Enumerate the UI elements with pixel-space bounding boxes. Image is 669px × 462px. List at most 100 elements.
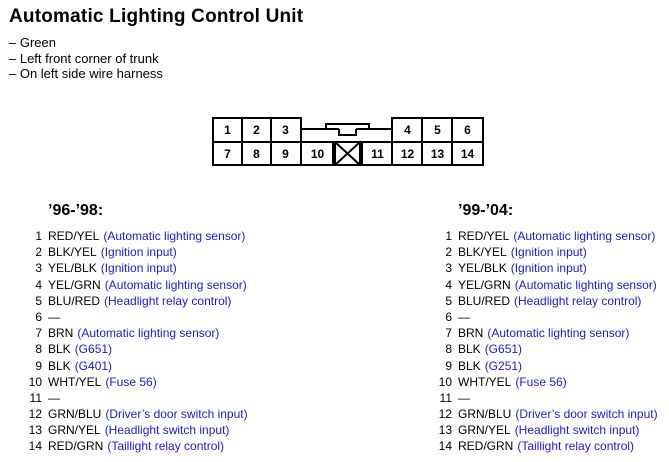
connector-pin: 9 bbox=[282, 146, 289, 161]
wire-color: YEL/BLK bbox=[48, 261, 97, 276]
wire-color: BLK bbox=[458, 358, 481, 373]
pin-description: (Driver’s door switch input) bbox=[515, 407, 658, 422]
pin-number: 13 bbox=[438, 423, 452, 438]
wire-color: YEL/GRN bbox=[48, 277, 101, 292]
connector-pin: 11 bbox=[371, 146, 384, 161]
pin-description: (Automatic lighting sensor) bbox=[514, 277, 657, 292]
pin-description: (G651) bbox=[484, 342, 523, 357]
note-location: – Left front corner of trunk bbox=[9, 50, 159, 66]
pin-number: 9 bbox=[445, 358, 452, 373]
pin-number: 12 bbox=[28, 407, 42, 422]
model-years-heading-right: ’99-’04: bbox=[458, 202, 514, 219]
wire-color: — bbox=[48, 309, 60, 324]
pin-number: 1 bbox=[35, 229, 42, 243]
pin-number: 14 bbox=[28, 439, 42, 454]
pin-description: (Fuse 56) bbox=[105, 374, 157, 389]
pin-row: 14 RED/GRN(Taillight relay control) bbox=[432, 438, 658, 454]
connector-pin: 6 bbox=[464, 122, 471, 137]
pin-row: 5 BLU/RED(Headlight relay control) bbox=[432, 293, 658, 309]
pin-description: (Ignition input) bbox=[100, 245, 177, 260]
pin-description: (Headlight relay control) bbox=[104, 293, 232, 308]
model-years-heading-left: ’96-’98: bbox=[48, 202, 104, 219]
pin-number: 12 bbox=[438, 407, 452, 422]
pin-description: (Ignition input) bbox=[510, 261, 587, 276]
pin-number: 13 bbox=[28, 423, 42, 438]
pin-number: 2 bbox=[35, 245, 42, 260]
pin-number: 11 bbox=[439, 390, 452, 405]
pin-description: (Ignition input) bbox=[100, 261, 177, 276]
pin-number: 1 bbox=[445, 229, 452, 243]
wire-color: RED/YEL bbox=[458, 229, 510, 243]
pin-description: (Headlight relay control) bbox=[514, 293, 642, 308]
pin-number: 3 bbox=[35, 261, 42, 276]
pin-number: 6 bbox=[35, 309, 42, 324]
pin-number: 8 bbox=[35, 342, 42, 357]
pin-number: 2 bbox=[445, 245, 452, 260]
location-notes: – Green – Left front corner of trunk – O… bbox=[9, 35, 163, 82]
connector-pin: 10 bbox=[310, 146, 325, 161]
pin-description: (Driver’s door switch input) bbox=[105, 407, 248, 422]
pin-row: 6— bbox=[432, 309, 658, 325]
wire-color: RED/GRN bbox=[48, 439, 104, 454]
pin-number: 11 bbox=[29, 390, 42, 405]
pin-description: (G401) bbox=[74, 358, 113, 373]
pin-description: (Automatic lighting sensor) bbox=[77, 326, 220, 341]
connector-pin: 3 bbox=[282, 122, 289, 137]
wire-color: BLK bbox=[458, 342, 481, 357]
pin-description: (G651) bbox=[74, 342, 113, 357]
connector-outline bbox=[212, 117, 484, 166]
wire-color: BLK bbox=[48, 358, 71, 373]
note-harness: – On left side wire harness bbox=[9, 66, 163, 81]
page-title: Automatic Lighting Control Unit bbox=[9, 6, 304, 27]
pin-row: 7 BRN(Automatic lighting sensor) bbox=[22, 325, 248, 341]
wire-color: — bbox=[458, 390, 470, 405]
wire-color: WHT/YEL bbox=[458, 374, 512, 389]
pin-row: 4 YEL/GRN(Automatic lighting sensor) bbox=[432, 277, 658, 293]
pin-description: (Automatic lighting sensor) bbox=[104, 277, 247, 292]
pin-description: (Taillight relay control) bbox=[517, 439, 635, 454]
pin-number: 5 bbox=[35, 293, 42, 308]
pin-number: 14 bbox=[438, 439, 452, 454]
wire-color: — bbox=[458, 309, 470, 324]
wire-color: BLU/RED bbox=[458, 293, 511, 308]
pin-number: 10 bbox=[438, 374, 452, 389]
wire-color: GRN/BLU bbox=[458, 407, 512, 422]
pin-number: 3 bbox=[445, 261, 452, 276]
pin-number: 5 bbox=[445, 293, 452, 308]
wire-color: GRN/YEL bbox=[48, 423, 101, 438]
pin-number: 9 bbox=[35, 358, 42, 373]
wire-color: BRN bbox=[48, 326, 74, 341]
connector-pin: 14 bbox=[460, 146, 475, 161]
connector-pin: 8 bbox=[253, 146, 260, 161]
pin-number: 7 bbox=[35, 326, 42, 341]
connector-pin: 2 bbox=[253, 122, 260, 137]
pin-description: (Ignition input) bbox=[510, 245, 587, 260]
pin-description: (Automatic lighting sensor) bbox=[513, 229, 656, 243]
connector-pin: 12 bbox=[400, 146, 415, 161]
wire-color: GRN/YEL bbox=[458, 423, 511, 438]
wire-color: YEL/GRN bbox=[458, 277, 511, 292]
wire-color: RED/GRN bbox=[458, 439, 514, 454]
wire-color: — bbox=[48, 390, 60, 405]
pin-row: 9 BLK(G401) bbox=[22, 358, 248, 374]
pin-row: 11 — bbox=[432, 390, 658, 406]
wire-color: BLK/YEL bbox=[458, 245, 507, 260]
pin-description: (Automatic lighting sensor) bbox=[487, 326, 630, 341]
pin-number: 4 bbox=[445, 277, 452, 292]
